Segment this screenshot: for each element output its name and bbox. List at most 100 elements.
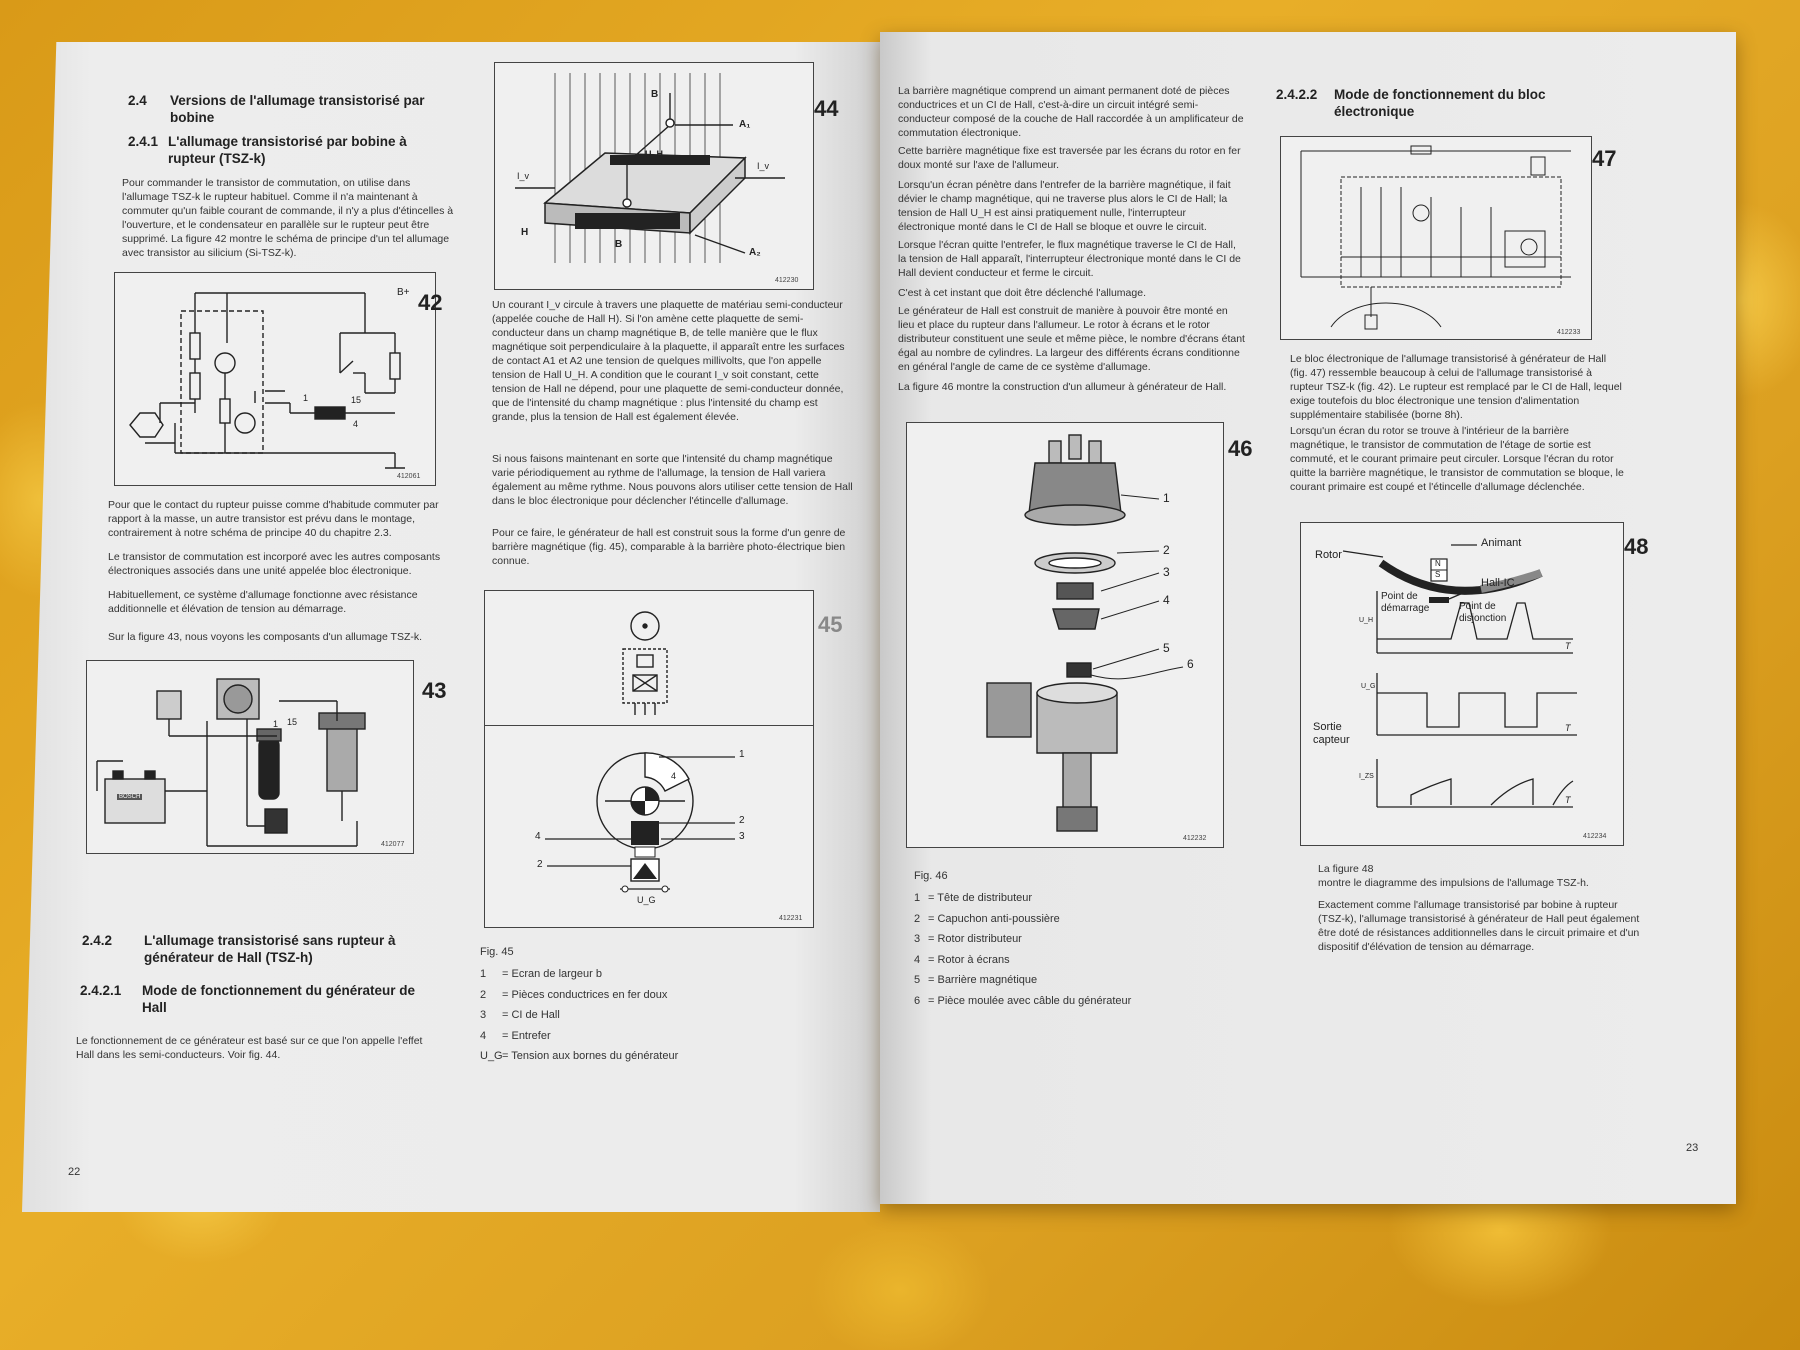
fig44-current-out: I_v xyxy=(757,161,770,171)
section-2-4-2-1-number: 2.4.2.1 xyxy=(80,983,122,998)
fig44-field-label: B xyxy=(651,89,659,100)
paragraph-effet-hall: Le fonctionnement de ce générateur est b… xyxy=(76,1035,423,1061)
fig48-magnet-south: S xyxy=(1435,570,1441,579)
fig48-magnet-label: Animant xyxy=(1481,537,1522,549)
fig48-start-point-line1: Point de xyxy=(1381,591,1418,602)
fig44-current-in: I_v xyxy=(517,171,530,181)
fig45-label-3: 3 xyxy=(739,831,745,842)
figure-48-diagram xyxy=(1342,544,1577,808)
figure-46-distributor: 1 2 3 4 5 6 412232 xyxy=(906,422,1224,848)
fig46-label-3: 3 xyxy=(1163,565,1170,579)
section-2-4-1-number: 2.4.1 xyxy=(128,134,159,149)
paragraph-transistor: Le transistor de commutation est incorpo… xyxy=(108,551,441,577)
paragraph-fig43-intro: Sur la figure 43, nous voyons les compos… xyxy=(108,631,423,643)
section-2-4-number: 2.4 xyxy=(128,93,147,108)
section-2-4-1-title: L'allumage transistorisé par bobine à ru… xyxy=(168,134,407,166)
fig47-code: 412233 xyxy=(1557,329,1581,336)
fig46-caption: Fig. 46 xyxy=(914,870,948,882)
fig46-code: 412232 xyxy=(1183,835,1207,842)
paragraph-fig48-desc: montre le diagramme des impulsions de l'… xyxy=(1318,877,1589,889)
fig48-hallic-label: Hall-IC xyxy=(1481,577,1515,589)
figure-44-hall-effect: B A₁ A₂ U_H I_v I_v H B 412230 xyxy=(494,62,814,290)
fig42-bplus-label: B+ xyxy=(397,287,410,298)
fig46-number: 46 xyxy=(1228,436,1253,461)
fig46-label-2: 2 xyxy=(1163,543,1170,557)
paragraph-ecran-quitte: Lorsque l'écran quitte l'entrefer, le fl… xyxy=(898,239,1241,279)
fig48-output-line2: capteur xyxy=(1313,734,1350,746)
page-number-left: 22 xyxy=(68,1166,81,1178)
section-2-4-2-2-title: Mode de fonctionnement du bloc électroni… xyxy=(1334,87,1546,119)
fig46-label-1: 1 xyxy=(1163,491,1170,505)
fig48-number: 48 xyxy=(1624,534,1649,559)
paragraph-barriere-fixe: Cette barrière magnétique fixe est trave… xyxy=(898,145,1241,171)
fig45-legend-row: 1= Ecran de largeur b xyxy=(480,968,602,980)
fig44-hall-layer: H xyxy=(521,227,529,238)
page-number-right: 23 xyxy=(1686,1142,1699,1154)
fig45-label-4: 4 xyxy=(535,831,541,842)
fig44-hall-voltage: U_H xyxy=(645,149,664,159)
paragraph-barriere-magnetique: La barrière magnétique comprend un aiman… xyxy=(898,85,1244,139)
fig43-code: 412077 xyxy=(381,841,405,848)
fig42-terminal-1: 1 xyxy=(303,393,309,403)
fig48-start-point-label: Point de démarrage xyxy=(1381,591,1429,615)
fig44-number: 44 xyxy=(814,96,839,121)
figure-45-magnetic-barrier: 1 2 3 4 2 4 U_G 412231 xyxy=(484,590,814,928)
fig44-field-label-bottom: B xyxy=(615,239,623,250)
fig43-battery-brand: BOSCH xyxy=(117,794,143,800)
figure-48-pulse-diagram: Rotor Animant N S Hall-IC Point de démar… xyxy=(1300,522,1624,846)
fig48-time-axis-2: T xyxy=(1565,723,1571,733)
fig45-divider xyxy=(485,725,813,726)
fig44-contact-a2: A₂ xyxy=(749,247,761,258)
section-2-4-2-2-number: 2.4.2.2 xyxy=(1276,87,1318,102)
fig48-ug-axis: U_G xyxy=(1361,683,1376,690)
paragraph-fig48-ref: La figure 48 xyxy=(1318,863,1374,875)
fig45-label-b: 4 xyxy=(671,771,677,781)
fig45-label-1: 1 xyxy=(739,749,745,760)
fig48-time-axis-3: T xyxy=(1565,795,1571,805)
figure-44-drawing xyxy=(515,73,785,263)
paragraph-ecran-rotor: Lorsqu'un écran du rotor se trouve à l'i… xyxy=(1290,425,1624,493)
fig45-number: 45 xyxy=(818,612,843,637)
fig45-legend-row: 4= Entrefer xyxy=(480,1029,551,1042)
fig48-output-line1: Sortie xyxy=(1313,721,1342,733)
fig46-label-5: 5 xyxy=(1163,641,1170,655)
fig43-terminal-1: 1 xyxy=(273,719,279,729)
fig44-code: 412230 xyxy=(775,277,799,284)
fig45-code: 412231 xyxy=(779,915,803,922)
fig43-terminal-15: 15 xyxy=(287,717,298,727)
paragraph-construction-generateur: Le générateur de Hall est construit de m… xyxy=(898,305,1245,373)
fig46-legend-row: 3= Rotor distributeur xyxy=(914,933,1022,945)
fig46-label-4: 4 xyxy=(1163,593,1170,607)
section-2-4-title: Versions de l'allumage transistorisé par… xyxy=(170,93,425,125)
paragraph-contact-rupteur: Pour que le contact du rupteur puisse co… xyxy=(108,499,439,539)
fig46-legend-row: 2= Capuchon anti-poussière xyxy=(914,912,1060,925)
fig48-start-point-line2: démarrage xyxy=(1381,603,1430,614)
fig42-terminal-4: 4 xyxy=(353,419,359,429)
paragraph-commutation: Pour commander le transistor de commutat… xyxy=(122,177,454,259)
fig46-legend-row: 4= Rotor à écrans xyxy=(914,953,1010,966)
figure-42-schematic xyxy=(129,292,405,469)
figure-43-drawing xyxy=(96,678,366,847)
fig45-legend-row: U_G= Tension aux bornes du générateur xyxy=(480,1050,679,1062)
paragraph-exactement: Exactement comme l'allumage transistoris… xyxy=(1318,899,1640,953)
fig48-time-axis-1: T xyxy=(1565,641,1571,651)
fig44-contact-a1: A₁ xyxy=(739,119,751,130)
figure-46-drawing xyxy=(986,434,1184,832)
fig45-legend-row: 3= CI de Hall xyxy=(480,1009,560,1021)
fig45-label-2: 2 xyxy=(739,815,745,826)
right-page: La barrière magnétique comprend un aiman… xyxy=(880,32,1736,1204)
paragraph-intensite-champ: Si nous faisons maintenant en sorte que … xyxy=(492,453,853,507)
fig48-uh-axis: U_H xyxy=(1359,617,1374,624)
fig48-break-point-line1: Point de xyxy=(1459,601,1496,612)
figure-43-components: BOSCH 1 15 412077 xyxy=(86,660,414,854)
fig45-legend-row: 2= Pièces conductrices en fer doux xyxy=(480,988,668,1001)
fig46-label-6: 6 xyxy=(1187,657,1194,671)
fig47-number: 47 xyxy=(1592,146,1617,171)
fig48-rotor-label: Rotor xyxy=(1315,549,1342,561)
section-2-4-2-1-title: Mode de fonctionnement du générateur de … xyxy=(142,983,416,1015)
paragraph-fig46-intro: La figure 46 montre la construction d'un… xyxy=(898,381,1227,393)
fig45-legend: 1= Ecran de largeur b 2= Pièces conductr… xyxy=(480,964,800,1067)
fig48-magnet-north: N xyxy=(1435,559,1441,568)
paragraph-courant-hall: Un courant I_v circule à travers une pla… xyxy=(492,299,845,423)
figure-45-drawing xyxy=(545,611,735,893)
